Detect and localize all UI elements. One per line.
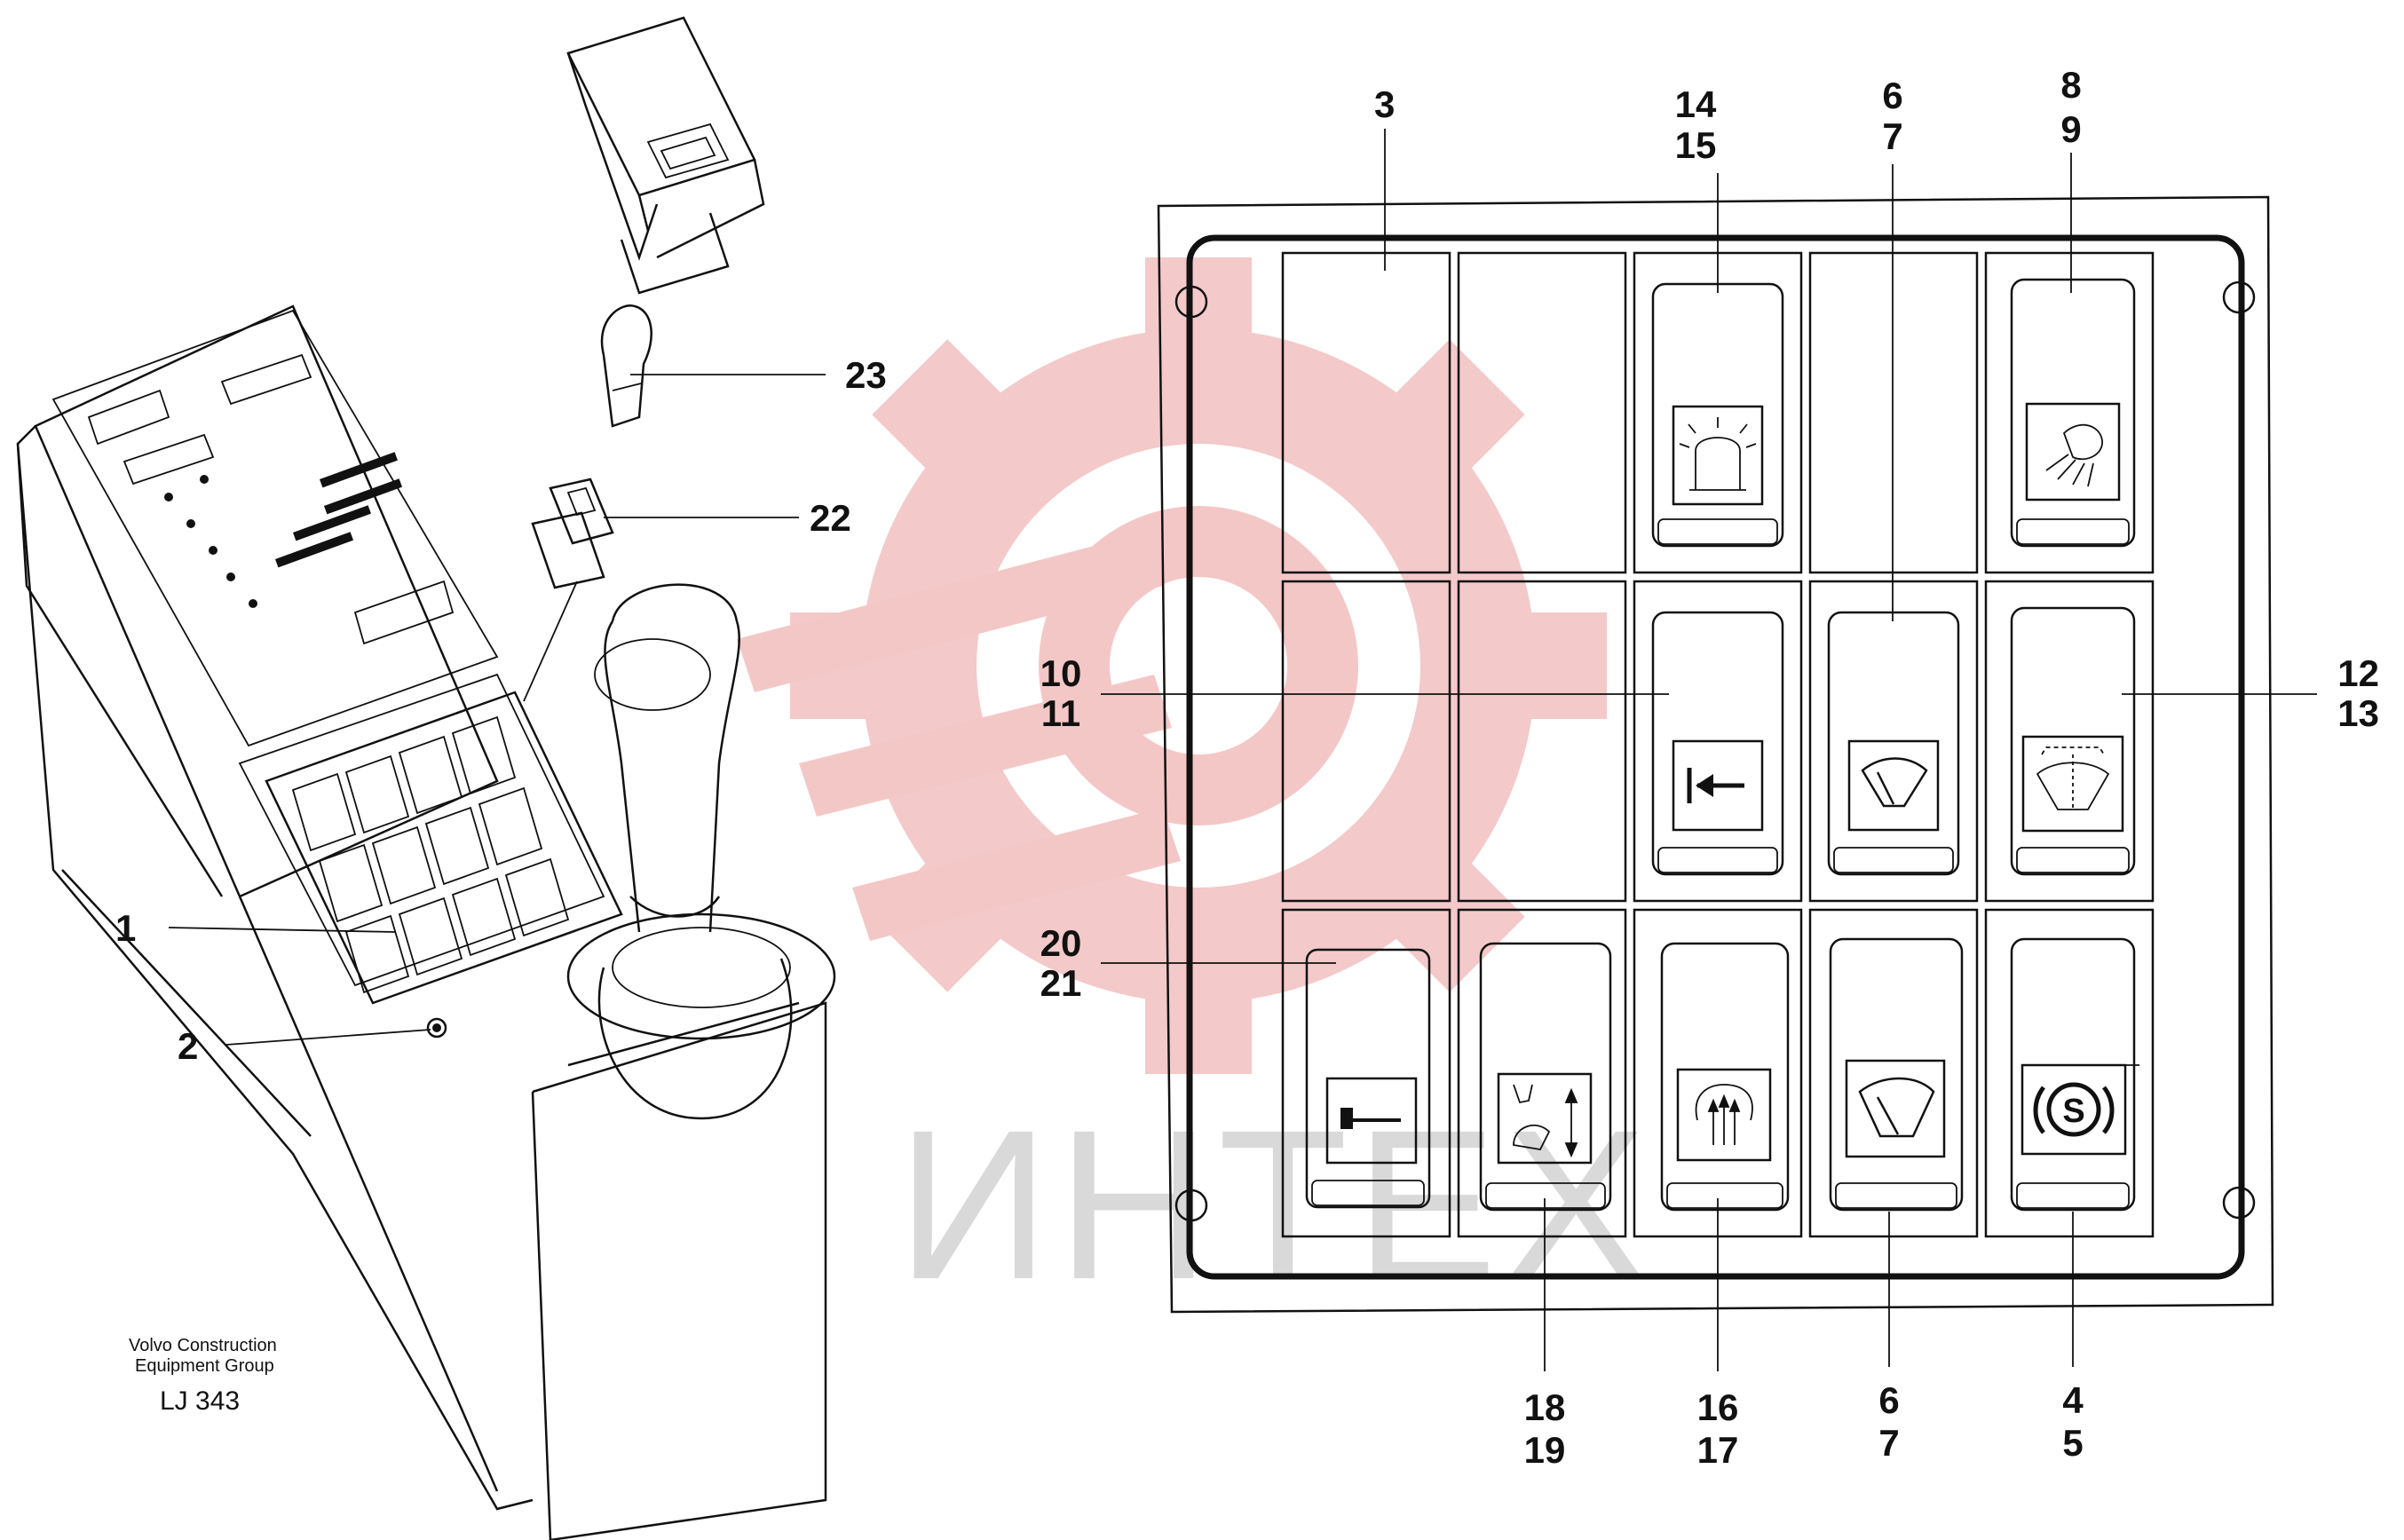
work-light-icon (2045, 423, 2103, 487)
mount-hole-tr (2222, 280, 2256, 314)
callout-9: 9 (2060, 108, 2081, 150)
switch-bucket-float (1479, 942, 1612, 1212)
callout-4: 4 (2062, 1379, 2084, 1421)
switch-return-to-dig (1651, 611, 1784, 876)
watermark-stripes (737, 533, 1181, 941)
callout-5: 5 (2062, 1422, 2083, 1464)
watermark-text: ИНТЕХ (897, 1086, 1654, 1323)
callout-19: 19 (1524, 1429, 1566, 1471)
callout-8: 8 (2060, 64, 2081, 106)
switch-parking-brake: S (2010, 937, 2136, 1212)
callout-6-top: 6 (1882, 75, 1902, 116)
callout-13: 13 (2337, 692, 2379, 734)
mounting-screw (426, 1017, 447, 1039)
right-callouts: 3 14 15 6 7 8 9 10 11 12 13 20 21 18 19 … (1040, 64, 2379, 1471)
credit-line-1: Volvo Construction (129, 1336, 277, 1355)
switch-rotating-beacon (1651, 282, 1784, 548)
windshield-wiper-icon (1858, 1077, 1935, 1138)
credit-line-2: Equipment Group (135, 1356, 274, 1376)
switch-work-light (2010, 278, 2136, 548)
callout-2: 2 (178, 1025, 198, 1067)
callout-3: 3 (1374, 83, 1395, 125)
callout-12: 12 (2337, 652, 2379, 694)
parking-brake-icon: S (2033, 1082, 2115, 1137)
svg-text:S: S (2062, 1093, 2084, 1130)
callout-10: 10 (1040, 652, 1082, 694)
callout-23: 23 (845, 354, 887, 396)
switch-grid (1281, 251, 2155, 1238)
callout-7-top: 7 (1882, 115, 1902, 157)
callout-7-bottom: 7 (1878, 1422, 1899, 1464)
console-illustration (16, 16, 836, 1540)
switch-hammer (1305, 948, 1431, 1209)
switch-defroster (1660, 942, 1790, 1212)
callout-16: 16 (1697, 1386, 1739, 1428)
defroster-icon (1695, 1084, 1753, 1145)
rear-wiper-icon (2036, 746, 2110, 810)
callout-22: 22 (810, 497, 851, 539)
credit-code: LJ 343 (160, 1386, 240, 1416)
mount-hole-bl (1174, 1189, 1208, 1222)
callout-15: 15 (1675, 124, 1717, 166)
bucket-float-icon (1513, 1084, 1578, 1158)
callout-18: 18 (1524, 1386, 1566, 1428)
rotating-beacon-icon (1679, 417, 1757, 491)
left-callouts: 1 2 23 22 Volvo Construction Equipment G… (115, 354, 887, 1416)
wiper-icon (1861, 757, 1928, 808)
callout-6-bottom: 6 (1878, 1379, 1899, 1421)
callout-14: 14 (1675, 83, 1717, 125)
callout-20: 20 (1040, 922, 1082, 964)
callout-11: 11 (1041, 692, 1080, 734)
callout-1: 1 (115, 907, 136, 949)
switch-wiper (1827, 611, 1960, 876)
callout-17: 17 (1697, 1429, 1739, 1471)
switch-windshield-wiper (1829, 937, 1964, 1212)
hammer-icon (1340, 1108, 1401, 1129)
callout-21: 21 (1040, 962, 1082, 1004)
watermark: ИНТЕХ (737, 257, 1654, 1323)
switch-rear-wiper (2010, 606, 2136, 876)
mount-hole-br (2222, 1186, 2256, 1220)
arrow-left-to-bar-icon (1687, 768, 1744, 803)
mount-hole-tl (1174, 285, 1208, 319)
